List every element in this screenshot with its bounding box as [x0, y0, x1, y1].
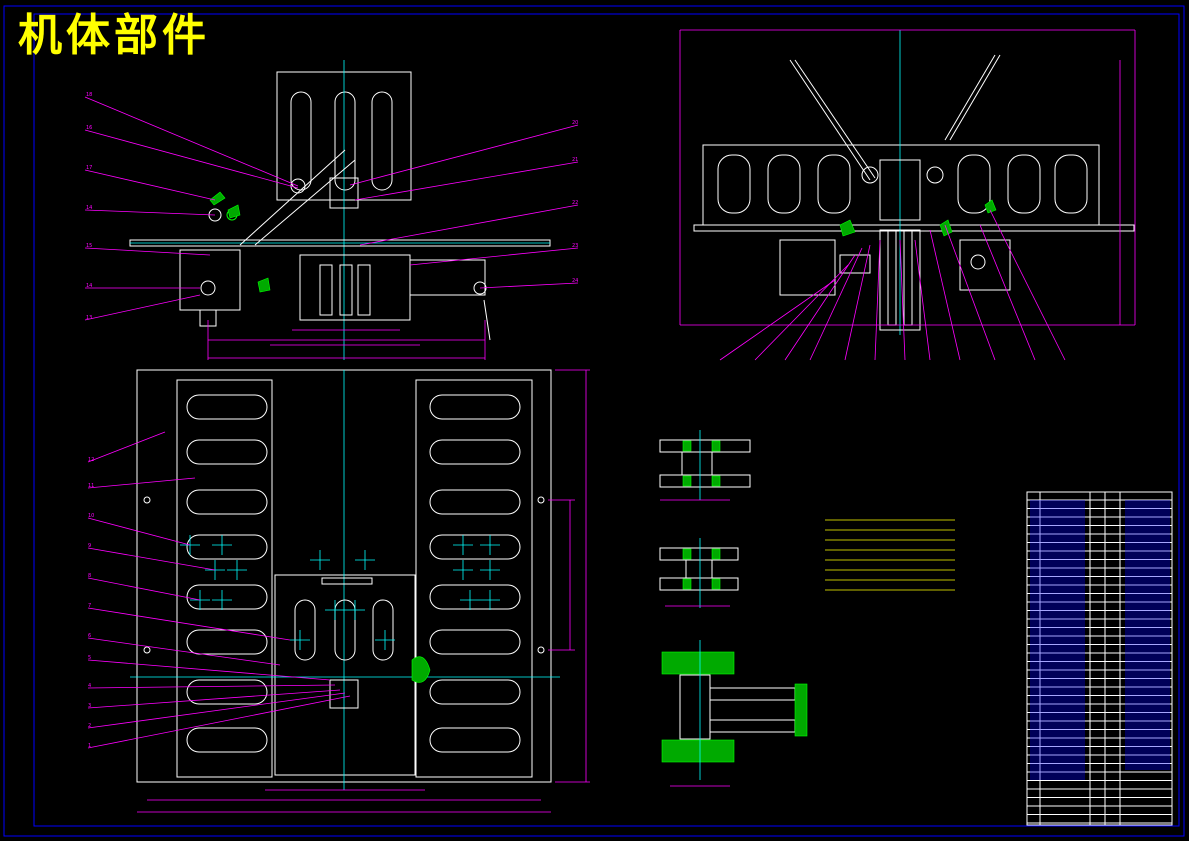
section-c [661, 640, 808, 787]
side-view [679, 29, 1136, 361]
svg-text:2: 2 [88, 723, 91, 729]
svg-text:22: 22 [572, 200, 578, 206]
svg-text:3: 3 [88, 703, 91, 709]
svg-text:18: 18 [86, 92, 92, 98]
svg-text:13: 13 [86, 315, 92, 321]
svg-text:14: 14 [86, 205, 92, 211]
drawing-title: 机体部件 [18, 10, 210, 61]
right-slots [429, 394, 521, 753]
svg-text:20: 20 [572, 120, 578, 126]
svg-text:21: 21 [572, 157, 578, 163]
svg-text:5: 5 [88, 655, 91, 661]
parts-list-table [1026, 491, 1173, 826]
svg-text:15: 15 [86, 243, 92, 249]
svg-text:24: 24 [572, 278, 578, 284]
svg-text:4: 4 [88, 683, 91, 689]
plan-view: 12 11 10 9 8 7 6 5 4 3 2 1 [87, 369, 590, 813]
section-a [659, 430, 751, 501]
svg-text:23: 23 [572, 243, 578, 249]
section-b [659, 538, 739, 608]
svg-text:9: 9 [88, 543, 91, 549]
technical-notes [825, 519, 955, 591]
svg-text:6: 6 [88, 633, 91, 639]
svg-text:16: 16 [86, 125, 92, 131]
svg-text:10: 10 [88, 513, 94, 519]
inner-frame [33, 13, 1180, 827]
outer-frame [3, 5, 1185, 837]
svg-text:7: 7 [88, 603, 91, 609]
svg-text:1: 1 [88, 743, 91, 749]
left-slots [186, 394, 268, 753]
svg-text:8: 8 [88, 573, 91, 579]
svg-text:12: 12 [88, 457, 94, 463]
front-view: 18 16 17 14 15 14 13 20 21 22 23 24 [84, 60, 578, 360]
svg-text:14: 14 [86, 283, 92, 289]
svg-text:11: 11 [88, 483, 94, 489]
svg-text:17: 17 [86, 165, 92, 171]
